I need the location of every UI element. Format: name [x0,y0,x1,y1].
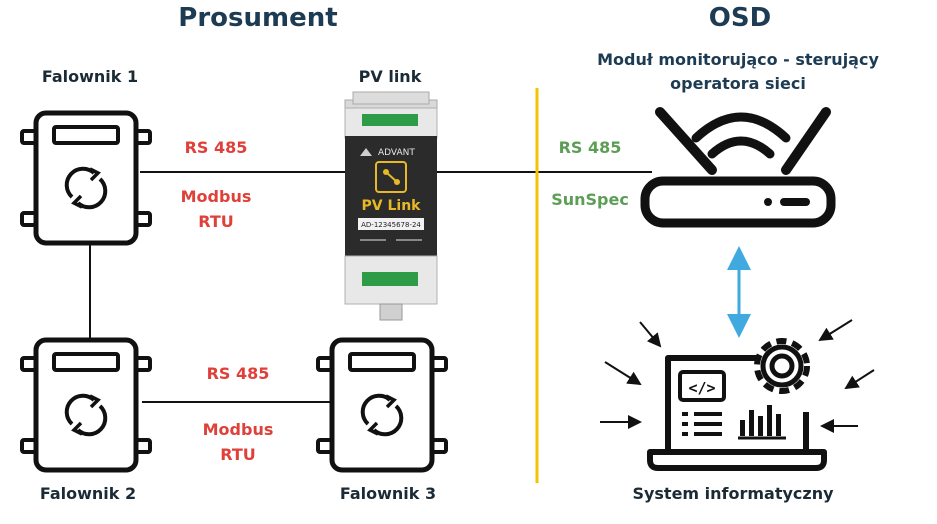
label-osd-module-line1: Moduł monitorująco - sterujący [597,50,879,69]
pv-link-device [344,91,438,321]
arrow-in-2 [604,361,642,386]
svg-text:</>: </> [688,379,715,397]
inverter-1-icon [22,113,150,243]
router-icon [640,107,836,228]
arrow-in-4 [818,319,853,342]
label-bottom-modbus: Modbus [202,420,274,439]
laptop-gear-icon: </> [647,338,827,471]
label-inverter-3: Falownik 3 [339,484,437,503]
label-inverter-2: Falownik 2 [39,484,137,503]
label-inverter-1: Falownik 1 [41,67,139,86]
label-right-sunspec: SunSpec [551,190,629,209]
label-top-rs485: RS 485 [184,138,248,157]
label-top-modbus: Modbus [180,187,252,206]
label-bottom-rs485: RS 485 [206,364,270,383]
label-it-system: System informatyczny [632,484,834,503]
label-top-rtu: RTU [198,212,234,231]
label-pv-link: PV link [358,67,422,86]
pv-link-product: PV Link [362,198,422,214]
arrow-in-1 [639,321,662,348]
pv-link-serial: AD-12345678-24 [361,221,421,229]
label-bottom-rtu: RTU [220,445,256,464]
label-osd-module-line2: operatora sieci [670,74,806,93]
section-title-osd: OSD [708,3,772,33]
section-title-prosument: Prosument [178,3,338,33]
inverter-2-icon [22,340,150,470]
inverter-3-icon [318,340,446,470]
label-right-rs485: RS 485 [558,138,622,157]
pv-link-brand: ADVANT [378,148,415,158]
arrow-in-5 [844,369,875,390]
